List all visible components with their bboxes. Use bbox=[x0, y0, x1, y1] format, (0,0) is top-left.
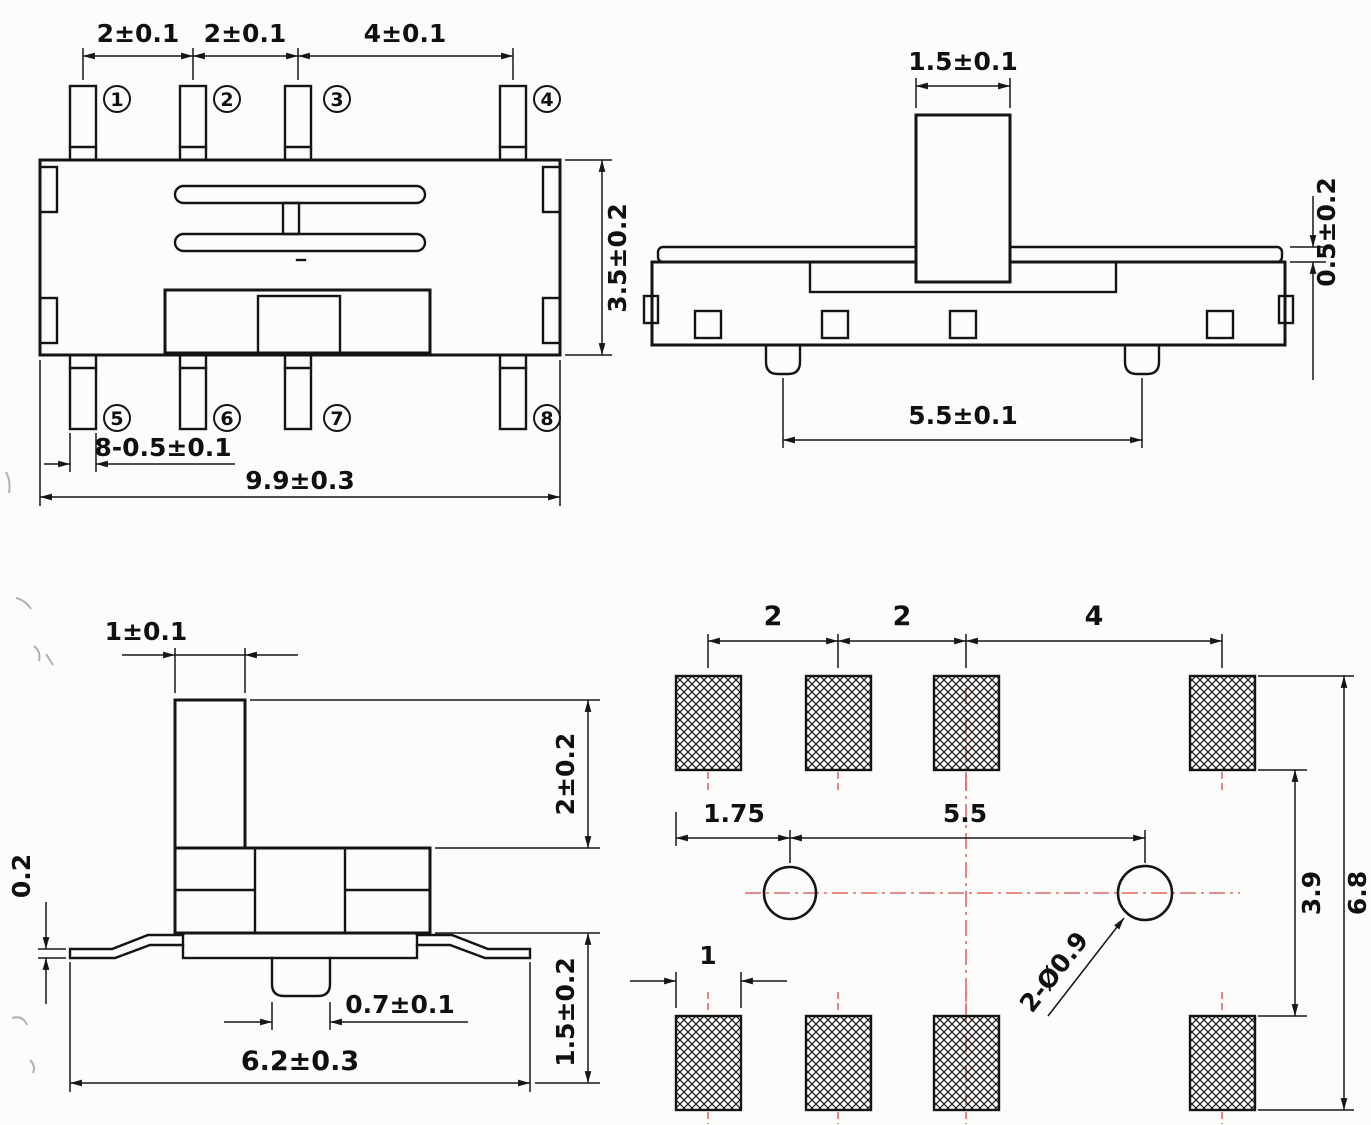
dim-pad-width: 1 bbox=[630, 941, 787, 1008]
pin-callout-6: 6 bbox=[213, 404, 241, 432]
pad-bottom-1 bbox=[674, 1014, 743, 1112]
mounting-hole-right bbox=[1116, 864, 1174, 922]
dim-label-body-depth: 3.5±0.2 bbox=[603, 203, 632, 313]
pin-number-1: 1 bbox=[110, 89, 123, 111]
dim-overall-width: 9.9±0.3 bbox=[39, 360, 561, 506]
dim-label-overall-depth: 6.2±0.3 bbox=[241, 1046, 359, 1077]
dim-label-pin-width: 8-0.5±0.1 bbox=[94, 433, 231, 462]
view-footprint: 2 2 4 1.75 5.5 3.9 6.8 1 bbox=[630, 601, 1371, 1124]
top-pins bbox=[68, 84, 528, 431]
scan-artifacts bbox=[5, 471, 54, 1074]
top-slider-slots bbox=[173, 184, 427, 262]
pad-top-3 bbox=[932, 674, 1001, 772]
pin-number-4: 4 bbox=[540, 89, 553, 111]
pin-number-2: 2 bbox=[220, 89, 233, 111]
view-side: 1±0.1 2±0.2 0.2 1.5±0.2 0.7±0.1 6.2± bbox=[7, 617, 600, 1092]
pad-top-2 bbox=[804, 674, 873, 772]
pin-number-5: 5 bbox=[110, 408, 123, 430]
dim-label-leg-pitch: 5.5±0.1 bbox=[908, 401, 1018, 430]
pin-callout-3: 3 bbox=[323, 85, 351, 113]
pin-number-8: 8 bbox=[540, 408, 553, 430]
hole-callout: 2-Ø0.9 bbox=[1014, 917, 1125, 1018]
view-front: 1.5±0.1 0.5±0.2 5.5±0.1 bbox=[642, 47, 1341, 448]
side-body-outline bbox=[68, 846, 532, 998]
dim-lower-height: 1.5±0.2 bbox=[435, 932, 600, 1084]
footprint-pads bbox=[674, 674, 1257, 1112]
mounting-hole-left bbox=[762, 865, 818, 921]
front-knob bbox=[914, 113, 1012, 284]
pad-top-4 bbox=[1188, 674, 1257, 772]
side-knob bbox=[173, 698, 247, 850]
pin-number-6: 6 bbox=[220, 408, 233, 430]
dim-label-boss-width: 0.7±0.1 bbox=[345, 990, 455, 1019]
dim-pin-width: 8-0.5±0.1 bbox=[44, 433, 235, 472]
top-body-outline bbox=[38, 158, 562, 357]
dim-label-cover-thickness: 0.5±0.2 bbox=[1312, 177, 1341, 287]
dim-label-hole-pitch: 5.5 bbox=[943, 799, 987, 828]
pin-callout-4: 4 bbox=[533, 85, 561, 113]
footprint-centerlines bbox=[707, 688, 1240, 1124]
dim-label-pad-pitch-2-3: 2 bbox=[893, 601, 912, 632]
dim-side-knob-height: 2±0.2 bbox=[250, 699, 600, 849]
dim-label-pitch-3-4: 4±0.1 bbox=[364, 19, 447, 48]
pad-bottom-4 bbox=[1188, 1014, 1257, 1112]
pin-number-7: 7 bbox=[330, 408, 343, 430]
dim-label-pitch-2-3: 2±0.1 bbox=[204, 19, 287, 48]
pad-bottom-3 bbox=[932, 1014, 1001, 1112]
dim-label-lower-height: 1.5±0.2 bbox=[551, 957, 580, 1067]
dim-label-pad-pitch-3-4: 4 bbox=[1085, 601, 1104, 632]
top-actuator-window bbox=[163, 288, 432, 355]
pin-callout-7: 7 bbox=[323, 404, 351, 432]
dim-label-knob-width: 1.5±0.1 bbox=[908, 47, 1018, 76]
dim-pin-pitches-top: 2±0.1 2±0.1 4±0.1 bbox=[82, 19, 514, 80]
dim-label-hole-offset: 1.75 bbox=[703, 799, 765, 828]
dim-label-pad-pitch-1-2: 2 bbox=[764, 601, 783, 632]
dim-row-gap: 3.9 bbox=[1258, 769, 1326, 1017]
dim-boss-width: 0.7±0.1 bbox=[224, 990, 468, 1030]
dim-label-side-knob-thickness: 1±0.1 bbox=[105, 617, 188, 646]
dim-label-overall-width: 9.9±0.3 bbox=[245, 466, 355, 495]
dim-label-row-gap: 3.9 bbox=[1297, 871, 1326, 915]
dim-label-side-knob-height: 2±0.2 bbox=[551, 733, 580, 816]
dim-label-pitch-1-2: 2±0.1 bbox=[97, 19, 180, 48]
pad-top-1 bbox=[674, 674, 743, 772]
dim-side-knob-thickness: 1±0.1 bbox=[105, 617, 298, 693]
dim-body-depth: 3.5±0.2 bbox=[565, 159, 632, 356]
dim-overall-depth: 6.2±0.3 bbox=[69, 962, 531, 1092]
dim-leg-pitch: 5.5±0.1 bbox=[782, 378, 1143, 448]
dim-pad-pitches: 2 2 4 bbox=[707, 601, 1223, 668]
pin-number-3: 3 bbox=[330, 89, 343, 111]
pad-bottom-2 bbox=[804, 1014, 873, 1112]
dim-hole-pitch: 5.5 bbox=[790, 799, 1146, 863]
pin-callout-1: 1 bbox=[103, 85, 131, 113]
dim-label-overall-height: 6.8 bbox=[1343, 871, 1371, 915]
dim-overall-height: 6.8 bbox=[1258, 675, 1371, 1111]
dim-front-knob-width: 1.5±0.1 bbox=[908, 47, 1018, 108]
pin-callout-2: 2 bbox=[213, 85, 241, 113]
dim-lead-thickness: 0.2 bbox=[7, 854, 66, 1004]
pin-callout-5: 5 bbox=[103, 404, 131, 432]
dim-label-lead-thickness: 0.2 bbox=[7, 854, 36, 898]
dim-hole-offset: 1.75 bbox=[675, 799, 791, 863]
pin-callout-8: 8 bbox=[533, 404, 561, 432]
dim-label-pad-width: 1 bbox=[699, 941, 716, 970]
view-top-plan: 1 2 3 4 5 6 7 8 2±0.1 2±0.1 4±0.1 3.5±0.… bbox=[38, 19, 632, 506]
dim-cover-thickness: 0.5±0.2 bbox=[1290, 177, 1341, 380]
